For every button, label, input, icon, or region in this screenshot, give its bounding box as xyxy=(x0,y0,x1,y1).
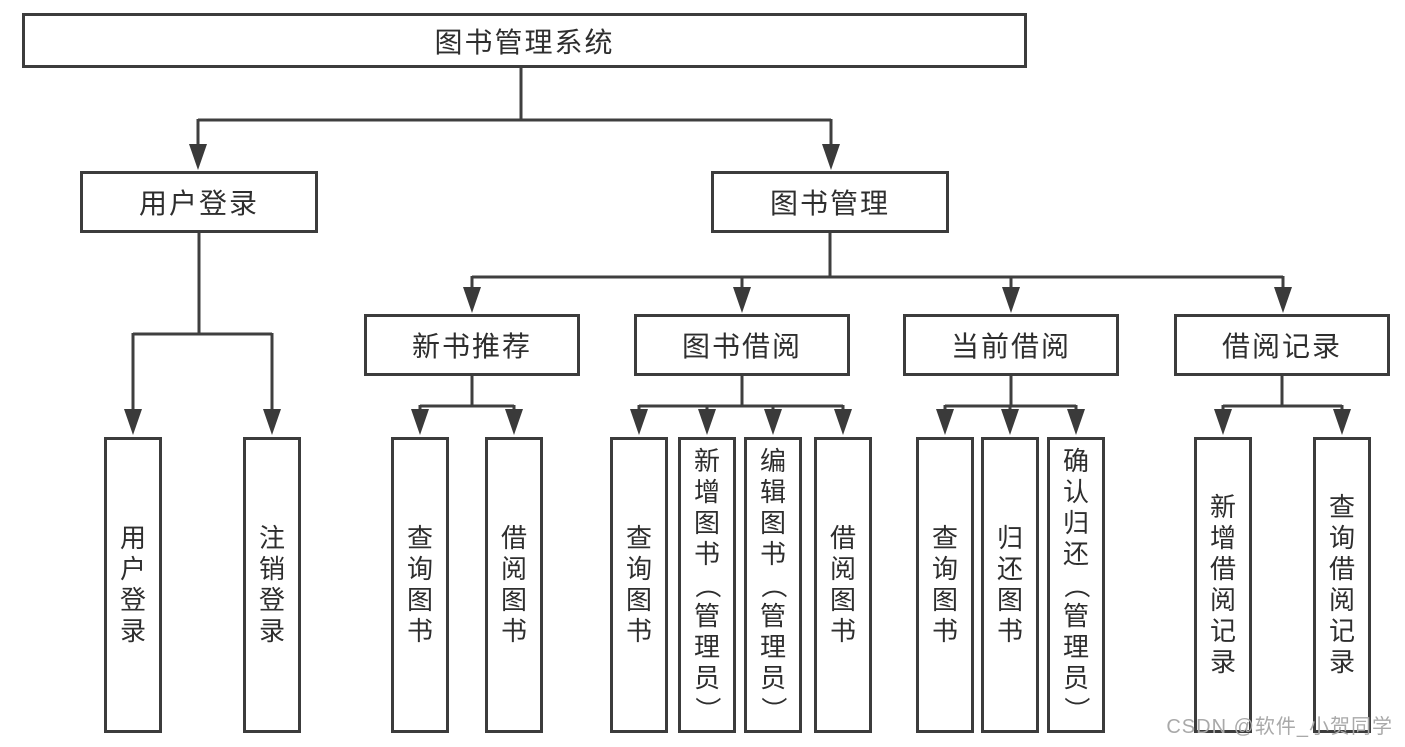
arrow-down-icon xyxy=(463,287,481,313)
arrow-down-icon xyxy=(764,409,782,435)
arrow-down-icon xyxy=(698,409,716,435)
arrow-down-icon xyxy=(1067,409,1085,435)
node-root-label: 图书管理系统 xyxy=(434,26,615,58)
leaf-user-login: 用户登录 xyxy=(104,437,162,733)
node-current-borrowing: 当前借阅 xyxy=(903,314,1119,376)
leaf-records-add-borrow-record: 新增借阅记录 xyxy=(1194,437,1252,733)
leaf-recommend-query-books: 查询图书 xyxy=(391,437,449,733)
arrow-down-icon xyxy=(189,144,207,170)
leaf-current-confirm-return-admin: 确认归还（管理员） xyxy=(1047,437,1105,733)
arrow-down-icon xyxy=(1274,287,1292,313)
arrow-down-icon xyxy=(936,409,954,435)
node-book-borrowing: 图书借阅 xyxy=(634,314,850,376)
node-root: 图书管理系统 xyxy=(22,13,1027,68)
node-user-login-label: 用户登录 xyxy=(138,188,259,219)
node-user-login: 用户登录 xyxy=(80,171,318,233)
arrow-down-icon xyxy=(505,409,523,435)
node-borrowing-records: 借阅记录 xyxy=(1174,314,1390,376)
arrow-down-icon xyxy=(822,144,840,170)
leaf-records-query-borrow-record: 查询借阅记录 xyxy=(1313,437,1371,733)
arrow-down-icon xyxy=(733,287,751,313)
leaf-current-query-books: 查询图书 xyxy=(916,437,974,733)
arrow-down-icon xyxy=(1333,409,1351,435)
leaf-borrowing-borrow-books: 借阅图书 xyxy=(814,437,872,733)
arrow-down-icon xyxy=(1214,409,1232,435)
arrow-down-icon xyxy=(124,409,142,435)
leaf-borrowing-query-books: 查询图书 xyxy=(610,437,668,733)
arrow-down-icon xyxy=(630,409,648,435)
node-new-book-recommendation-label: 新书推荐 xyxy=(411,331,532,362)
node-book-management-label: 图书管理 xyxy=(769,188,890,219)
leaf-logout: 注销登录 xyxy=(243,437,301,733)
leaf-borrowing-add-books-admin: 新增图书（管理员） xyxy=(678,437,736,733)
node-book-management: 图书管理 xyxy=(711,171,949,233)
arrow-down-icon xyxy=(411,409,429,435)
leaf-current-return-books: 归还图书 xyxy=(981,437,1039,733)
arrow-down-icon xyxy=(1001,409,1019,435)
node-new-book-recommendation: 新书推荐 xyxy=(364,314,580,376)
node-book-borrowing-label: 图书借阅 xyxy=(681,331,802,362)
arrow-down-icon xyxy=(834,409,852,435)
arrow-down-icon xyxy=(263,409,281,435)
leaf-borrowing-edit-books-admin: 编辑图书（管理员） xyxy=(744,437,802,733)
csdn-watermark: CSDN @软件_小贺同学 xyxy=(1166,716,1393,738)
node-borrowing-records-label: 借阅记录 xyxy=(1221,331,1342,362)
node-current-borrowing-label: 当前借阅 xyxy=(950,331,1071,362)
arrow-down-icon xyxy=(1002,287,1020,313)
leaf-recommend-borrow-books: 借阅图书 xyxy=(485,437,543,733)
